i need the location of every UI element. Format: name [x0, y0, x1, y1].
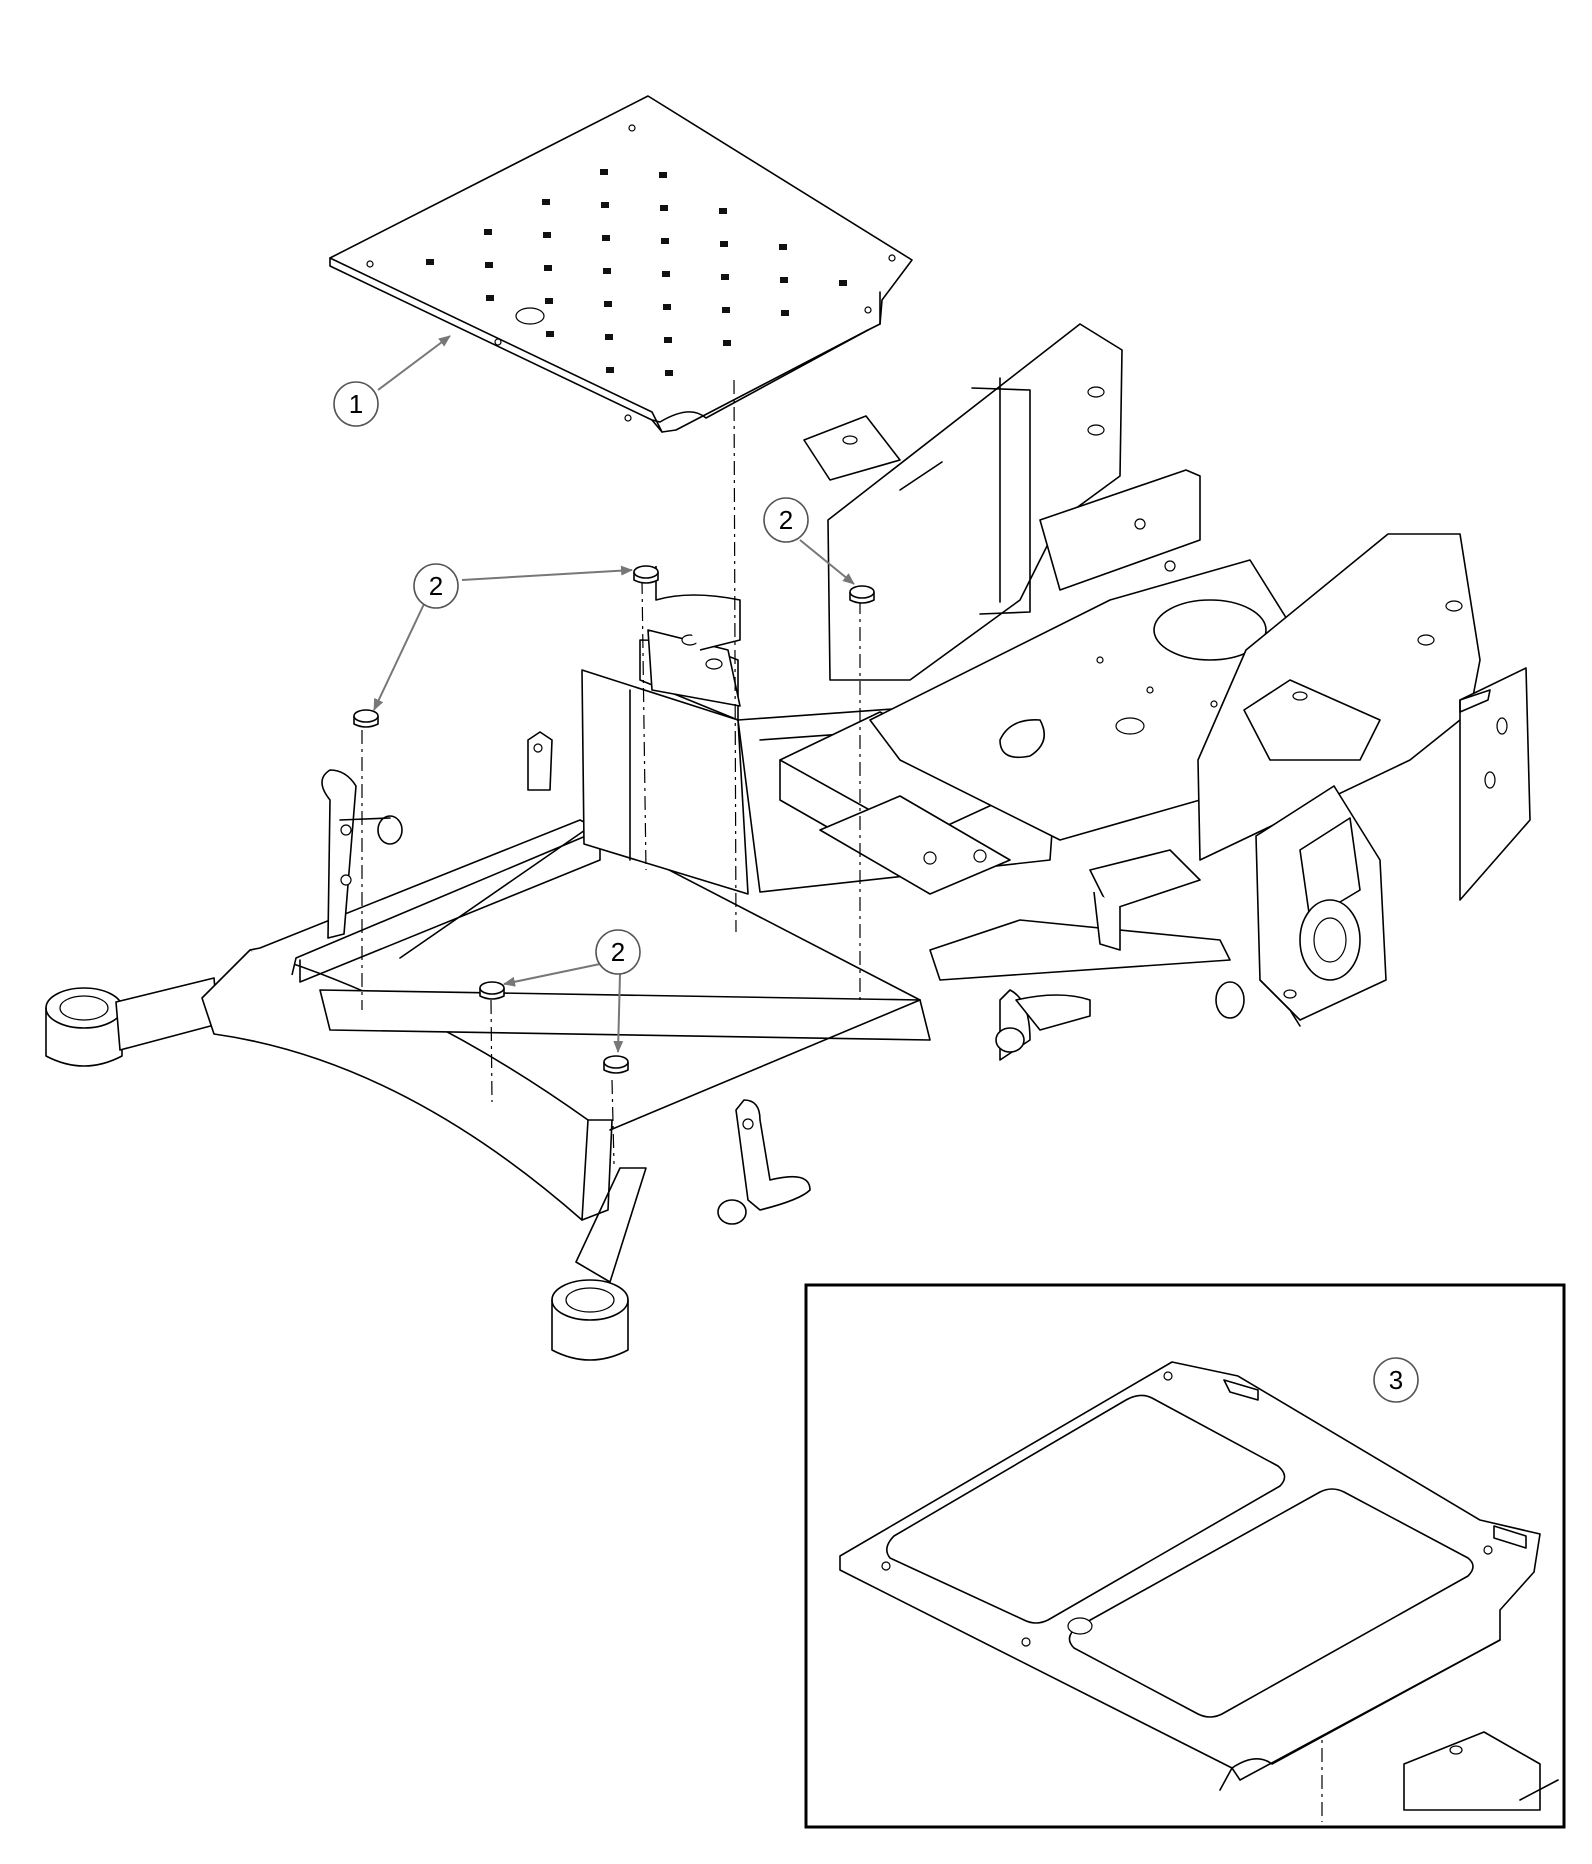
perforation-hole: [603, 268, 611, 274]
assembly-center-lines: [361, 379, 861, 1165]
callout-label-3: 3: [1389, 1365, 1403, 1395]
callout-balloon-2a: 2: [413, 563, 459, 609]
plug-parts: [353, 565, 875, 1074]
callout-label-2c: 2: [611, 937, 625, 967]
perforation-hole: [779, 244, 787, 250]
callout-label-2b: 2: [779, 505, 793, 535]
perforation-hole: [662, 271, 670, 277]
perforation-hole: [542, 199, 550, 205]
perforation-hole: [543, 232, 551, 238]
perforation-hole: [606, 367, 614, 373]
perforation-hole: [659, 172, 667, 178]
callout-label-1: 1: [349, 389, 363, 419]
callout-balloon-2b: 2: [763, 497, 809, 543]
perforation-hole: [601, 202, 609, 208]
perforation-hole: [723, 340, 731, 346]
perforation-hole: [722, 307, 730, 313]
mower-frame: [45, 323, 1531, 1361]
perforation-hole: [605, 334, 613, 340]
plug-c: [353, 709, 379, 728]
perforation-hole: [664, 337, 672, 343]
perforation-hole: [544, 265, 552, 271]
perforation-hole: [721, 274, 729, 280]
perforation-hole: [839, 280, 847, 286]
perforation-hole: [546, 331, 554, 337]
perforation-hole: [781, 310, 789, 316]
callout-label-2a: 2: [429, 571, 443, 601]
perforation-hole: [665, 370, 673, 376]
perforation-hole: [484, 229, 492, 235]
perforation-hole: [602, 235, 610, 241]
perforation-hole: [545, 298, 553, 304]
perforation-hole: [486, 295, 494, 301]
plug-d: [479, 981, 505, 1000]
plug-b: [849, 585, 875, 604]
perforation-hole: [663, 304, 671, 310]
perforation-hole: [719, 208, 727, 214]
plug-a: [633, 565, 659, 584]
callout-balloon-1: 1: [333, 381, 379, 427]
perforation-hole: [720, 241, 728, 247]
perforation-hole: [600, 169, 608, 175]
floor-plate-part: [329, 95, 913, 433]
perforation-hole: [780, 277, 788, 283]
inset-detail: 3: [804, 1283, 1566, 1829]
perforation-hole: [660, 205, 668, 211]
callout-balloon-3: 3: [1373, 1357, 1419, 1403]
perforation-hole: [604, 301, 612, 307]
perforation-hole: [661, 238, 669, 244]
plug-e: [603, 1055, 629, 1074]
perforation-hole: [426, 259, 434, 265]
perforation-holes: [426, 169, 847, 376]
perforation-hole: [485, 262, 493, 268]
callout-balloon-2c: 2: [595, 929, 641, 975]
